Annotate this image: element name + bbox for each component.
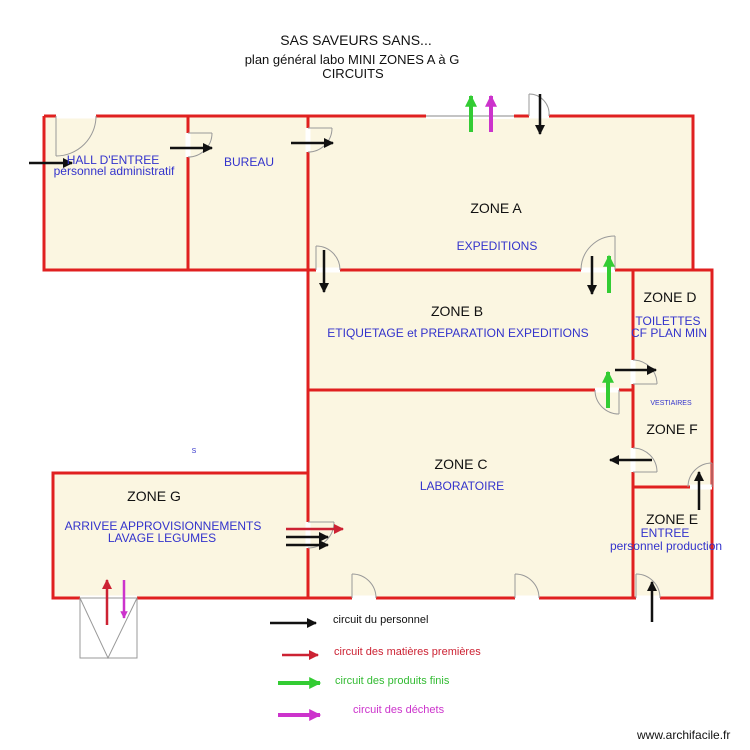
zone-g-sublabel: LAVAGE LEGUMES (107, 531, 217, 545)
room-zone-a (308, 116, 693, 270)
room-zone-g (53, 473, 308, 598)
zone-a-label: EXPEDITIONS (456, 239, 538, 253)
bureau-label: BUREAU (223, 155, 275, 169)
room-floors (44, 116, 712, 598)
plan-subtitle: plan général labo MINI ZONES A à G (244, 52, 460, 67)
zone-b-label: ETIQUETAGE et PREPARATION EXPEDITIONS (327, 326, 589, 340)
room-zone-c (308, 390, 633, 598)
vestiaires-label: VESTIAIRES (650, 400, 692, 407)
legend-label-personnel: circuit du personnel (333, 614, 429, 626)
stray-mark: S (191, 448, 197, 455)
legend-label-dechets: circuit des déchets (353, 704, 445, 716)
delivery-dock (79, 597, 138, 660)
zone-e-sublabel: personnel production (609, 539, 723, 553)
room-hall (44, 116, 188, 270)
zone-d-label: TOILETTES (635, 314, 701, 328)
site-credit: www.archifacile.fr (637, 728, 731, 742)
zone-f-name: ZONE F (646, 421, 698, 437)
zone-g-name: ZONE G (127, 488, 181, 504)
room-bureau (188, 116, 308, 270)
zone-e-name: ZONE E (645, 511, 699, 527)
zone-c-label: LABORATOIRE (419, 479, 505, 493)
plan-title: SAS SAVEURS SANS... (280, 32, 432, 48)
door-zone-a-b (315, 245, 341, 273)
plan-subtitle-circuits: CIRCUITS (322, 66, 384, 81)
zone-e-label: ENTREE (640, 526, 690, 540)
door-zone-f-e (687, 462, 713, 490)
legend-label-matieres: circuit des matières premières (334, 646, 481, 658)
zone-c-name: ZONE C (434, 456, 488, 472)
room-zone-f (633, 390, 712, 487)
door-zone-c-bottom-left (351, 573, 377, 601)
legend-arrows (270, 618, 322, 721)
hall-label: HALL D'ENTREE (66, 153, 160, 167)
door-hall (55, 113, 97, 157)
door-zone-c-bottom-right (514, 573, 540, 601)
hall-sublabel: personnel administratif (53, 164, 175, 178)
zone-d-sublabel: CF PLAN MIN (630, 326, 708, 340)
legend-label-produits: circuit des produits finis (335, 675, 450, 687)
zone-g-label: ARRIVEE APPROVISIONNEMENTS (64, 519, 262, 533)
zone-d-name: ZONE D (643, 289, 697, 305)
zone-b-name: ZONE B (430, 303, 484, 319)
room-zone-b (308, 270, 633, 390)
circuit-arrows (29, 94, 704, 625)
zone-a-name: ZONE A (470, 200, 522, 216)
